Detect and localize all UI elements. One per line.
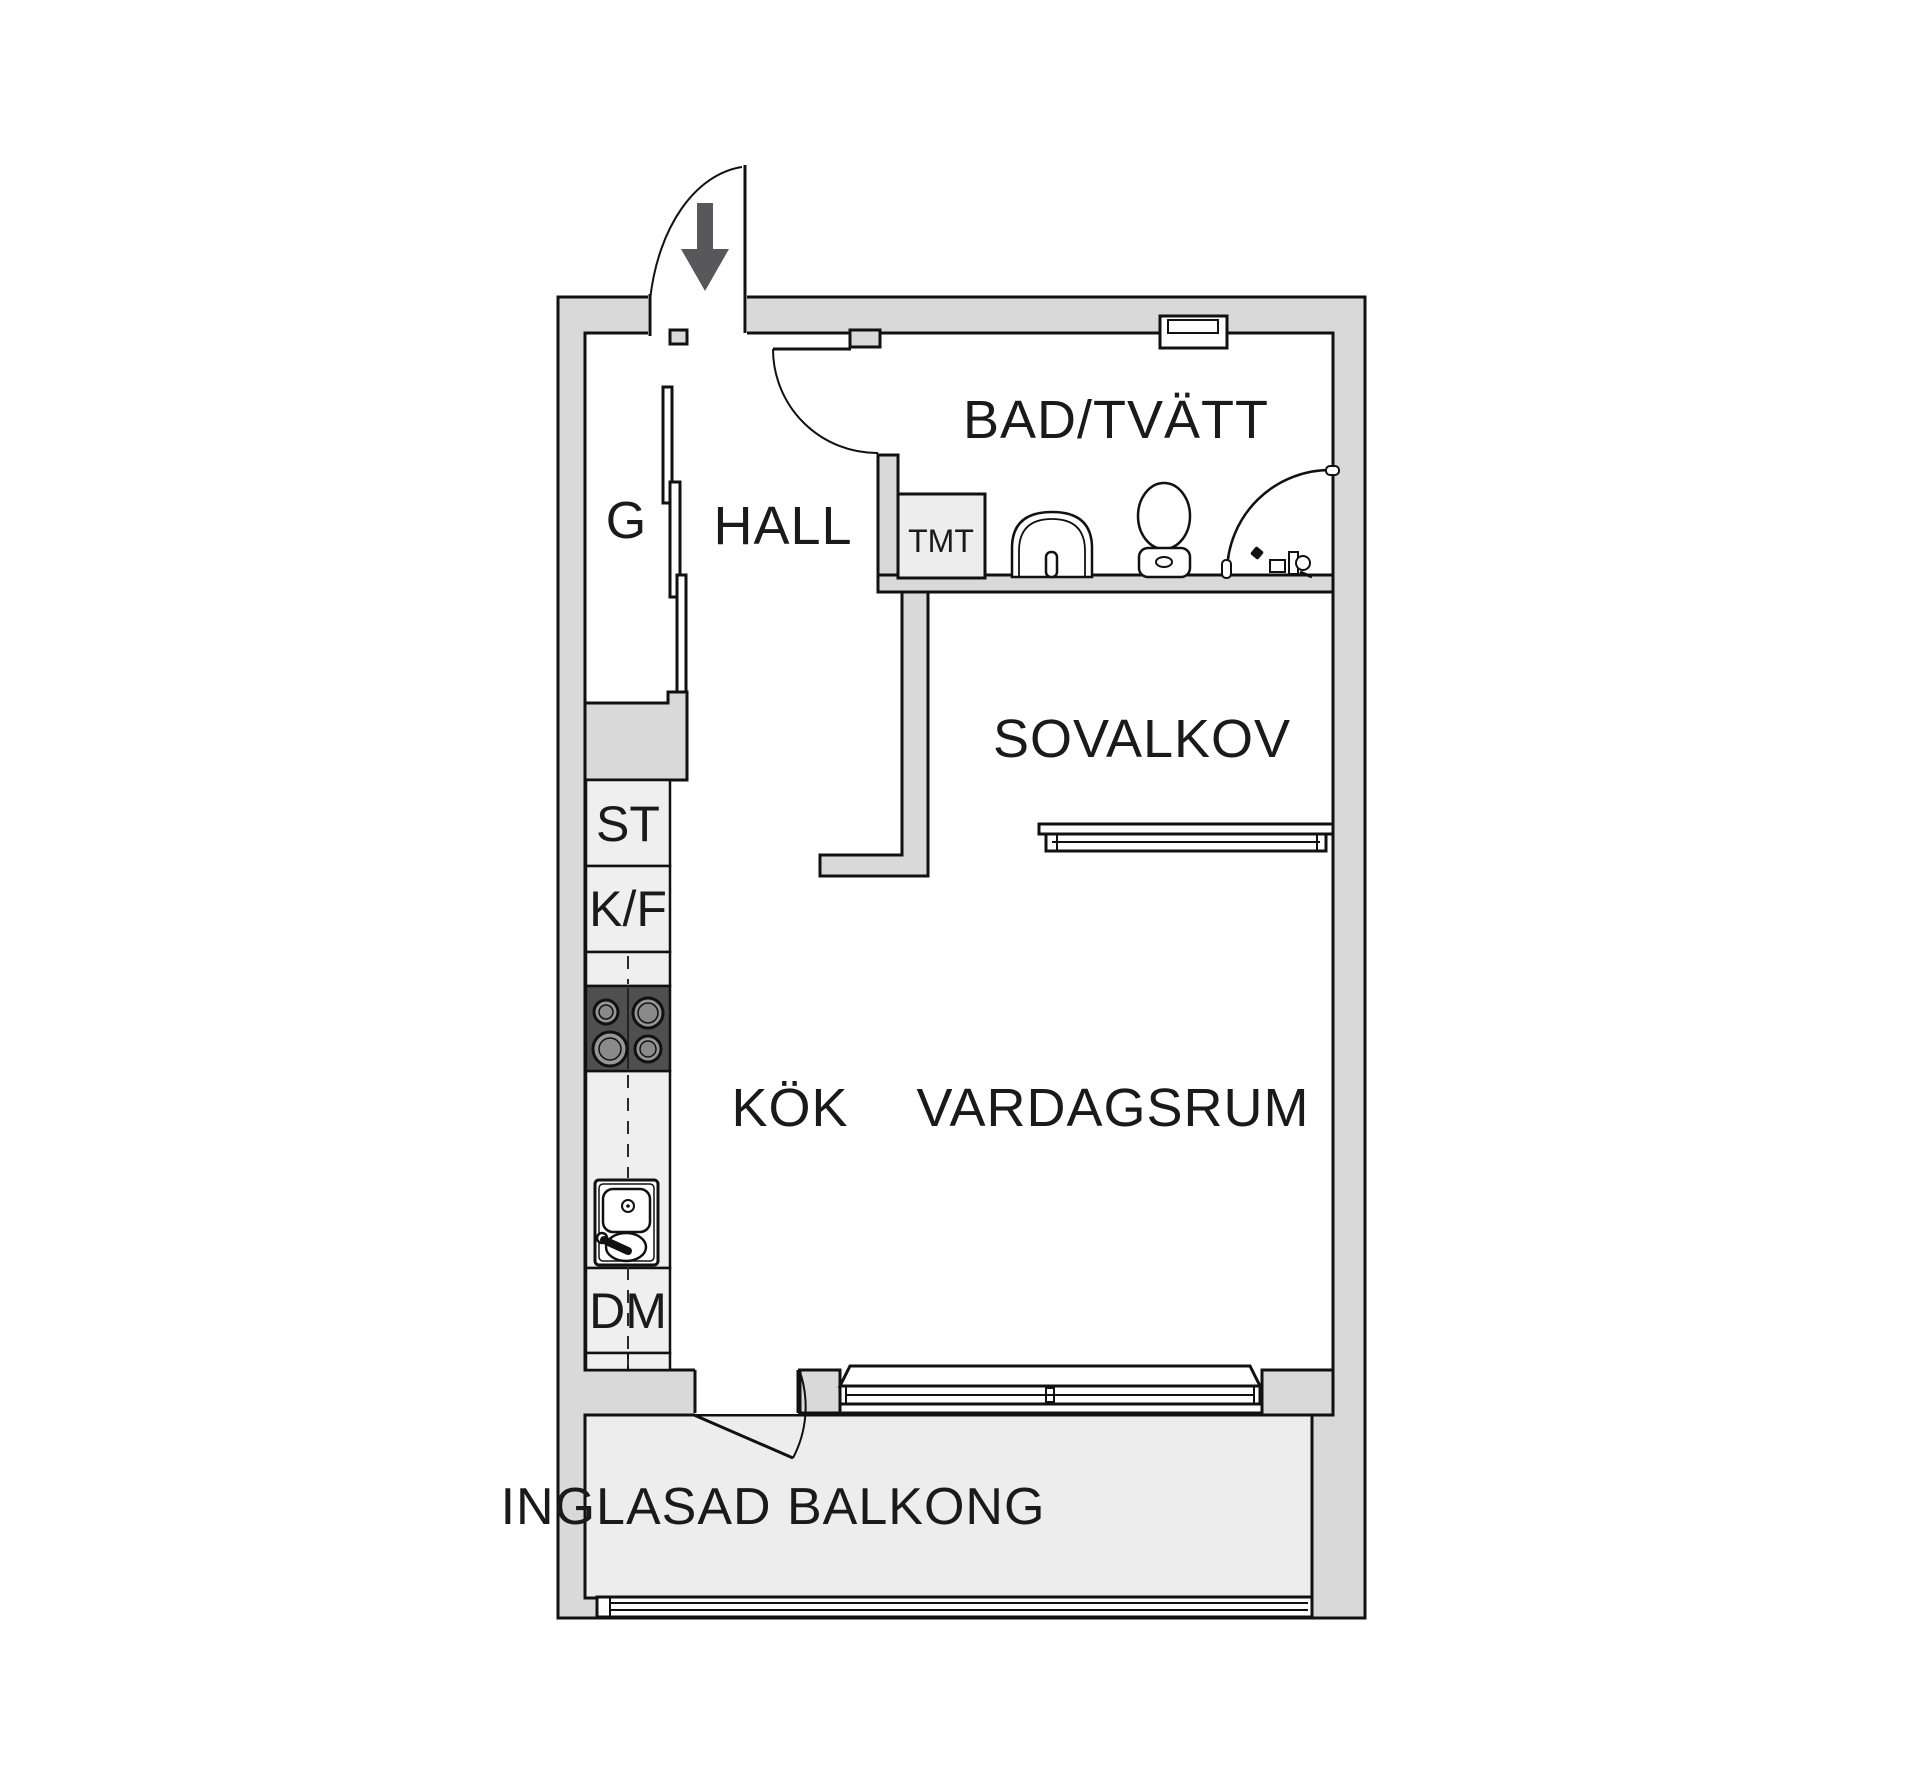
stove-icon: [584, 984, 672, 1073]
tall-cabinet-label: ST: [596, 796, 660, 852]
closet-label: G: [606, 492, 646, 550]
balcony-label: INGLASAD BALKONG: [501, 1478, 1046, 1536]
bathroom-door-swing-arc: [772, 348, 879, 455]
shower-icon: [1221, 465, 1340, 579]
dishwasher-label: DM: [589, 1283, 667, 1339]
kitchen-label: KÖK: [731, 1078, 848, 1138]
tumble-dryer-label: TMT: [908, 523, 974, 559]
bathroom-label: BAD/TVÄTT: [963, 390, 1269, 450]
window-frame: [837, 1364, 1263, 1388]
balcony-door-leaf: [693, 1413, 794, 1460]
entry-door-swing-arc: [649, 166, 743, 301]
entry-arrow-icon: [681, 203, 729, 291]
alcove-sliding-partition: [1037, 822, 1335, 853]
wall-tab-left: [668, 328, 689, 346]
balcony-glazing: [595, 1595, 1314, 1619]
hall-bath-wall: [876, 453, 900, 579]
right-wall-step: [1260, 1368, 1335, 1417]
balcony-floor: [583, 1413, 1314, 1600]
hall-label: HALL: [713, 496, 852, 556]
entry-door: [648, 165, 747, 336]
bathroom-vent: [1158, 314, 1229, 350]
living-room-window: [837, 1364, 1263, 1415]
kitchen-cabinets: [584, 778, 672, 1372]
closet-sliding-doors: [661, 385, 688, 694]
sleeping-alcove-label: SOVALKOV: [993, 709, 1291, 769]
balcony-door-swing-arc: [792, 1371, 807, 1459]
balcony-door: [693, 1370, 807, 1460]
wall-tab-right: [848, 328, 882, 349]
fridge-freezer-label: K/F: [589, 881, 667, 937]
alcove-west-wall: [818, 590, 930, 878]
tumble-dryer-box: [896, 492, 987, 580]
shower-mixer-icon: [1269, 551, 1313, 579]
entry-opening: [648, 290, 747, 337]
balcony-door-opening: [695, 1367, 798, 1414]
kitchen-sink-icon: [593, 1178, 660, 1267]
living-room-label: VARDAGSRUM: [916, 1078, 1309, 1138]
bathroom-south-wall: [876, 573, 1335, 594]
washbasin-icon: [1010, 510, 1094, 579]
tall-cabinet: [584, 778, 672, 868]
toilet-icon: [1136, 481, 1192, 579]
window-pier: [798, 1368, 842, 1415]
bathroom-door: [772, 347, 879, 455]
closet-bottom-wall: [583, 690, 689, 782]
